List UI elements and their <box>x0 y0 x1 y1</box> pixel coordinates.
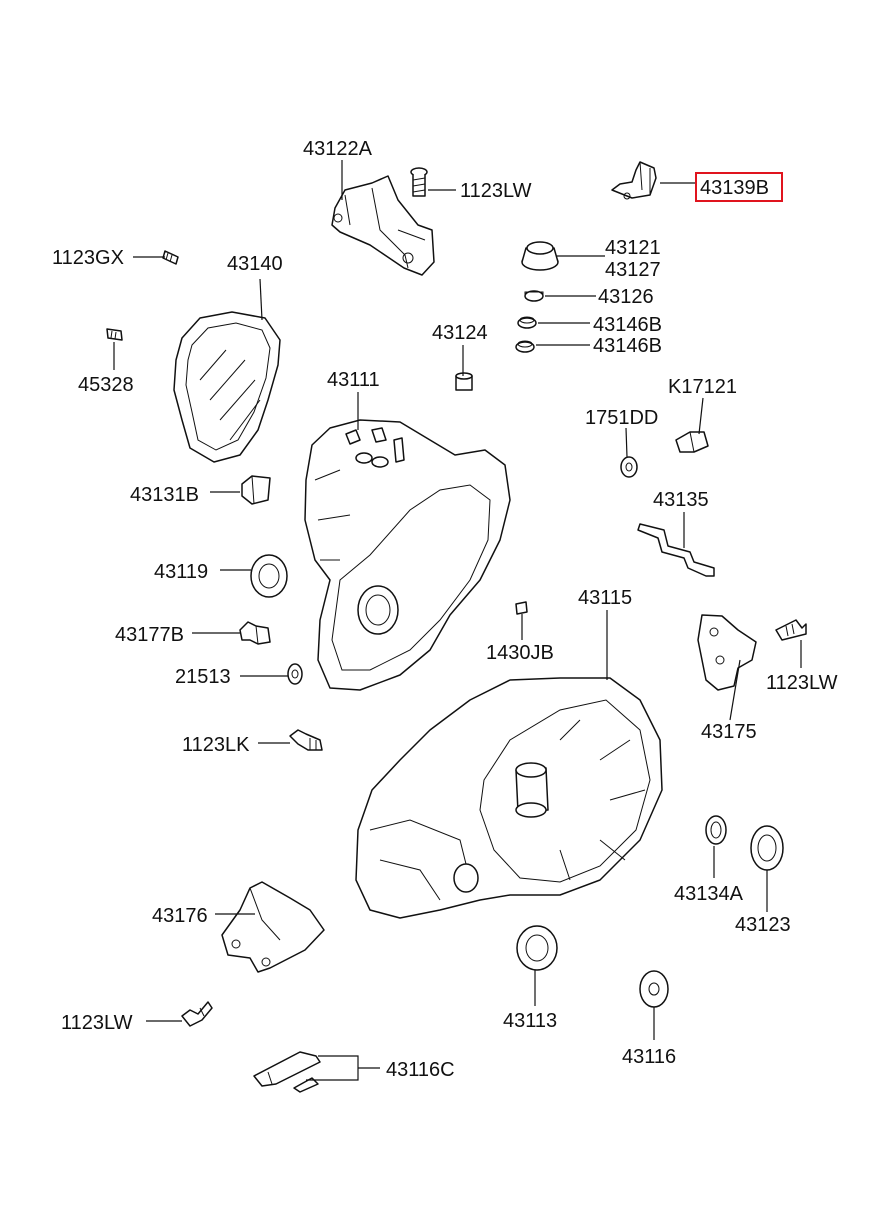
label-43134A[interactable]: 43134A <box>674 883 744 905</box>
label-21513[interactable]: 21513 <box>175 666 231 688</box>
label-43121[interactable]: 43121 <box>605 237 661 259</box>
part-43116C-sealant-tube[interactable] <box>253 1051 321 1093</box>
part-1430JB-pin[interactable] <box>515 601 528 615</box>
label-43176[interactable]: 43176 <box>152 905 208 927</box>
part-43131B-block[interactable] <box>241 475 271 505</box>
label-43116[interactable]: 43116 <box>622 1046 676 1068</box>
part-43113-bearing[interactable] <box>516 925 558 971</box>
label-45328[interactable]: 45328 <box>78 374 134 396</box>
part-43124-plug[interactable] <box>455 372 473 391</box>
part-43115-clutch-housing[interactable] <box>355 677 663 919</box>
part-43175-bracket[interactable] <box>697 614 757 691</box>
part-1123LW-top-bolt[interactable] <box>410 167 428 197</box>
label-43119[interactable]: 43119 <box>154 561 208 583</box>
label-43177B[interactable]: 43177B <box>115 624 184 646</box>
leader-lines <box>113 160 802 1081</box>
label-43126[interactable]: 43126 <box>598 286 654 308</box>
label-43124[interactable]: 43124 <box>432 322 488 344</box>
label-1751DD[interactable]: 1751DD <box>585 407 658 429</box>
part-45328-pin[interactable] <box>106 328 123 341</box>
part-43146B-plug-lower[interactable] <box>515 340 535 353</box>
part-1751DD-washer[interactable] <box>620 456 638 478</box>
label-1123LK[interactable]: 1123LK <box>182 734 250 756</box>
part-labels: 43122A 1123LW 43139B 1123GX 43140 43121 … <box>52 138 838 1081</box>
label-1123LW-right[interactable]: 1123LW <box>766 672 838 694</box>
part-43176-cover[interactable] <box>221 881 325 973</box>
part-43134A-seal[interactable] <box>705 815 727 845</box>
part-43139B-bracket[interactable] <box>611 161 657 200</box>
label-1123GX[interactable]: 1123GX <box>52 247 124 269</box>
part-43135-guide[interactable] <box>637 523 715 577</box>
label-43135[interactable]: 43135 <box>653 489 709 511</box>
highlight-box-43139B <box>695 172 783 202</box>
label-43127[interactable]: 43127 <box>605 259 661 281</box>
part-43126-plug[interactable] <box>524 290 544 302</box>
label-1430JB[interactable]: 1430JB <box>486 642 554 664</box>
label-1123LW-bottom[interactable]: 1123LW <box>61 1012 133 1034</box>
part-43177B-bolt[interactable] <box>239 621 271 645</box>
label-43116C[interactable]: 43116C <box>386 1059 455 1081</box>
part-1123LW-bottom-bolt[interactable] <box>181 1001 213 1027</box>
label-43122A[interactable]: 43122A <box>303 138 373 160</box>
label-43123[interactable]: 43123 <box>735 914 791 936</box>
part-43121-cap[interactable] <box>521 241 559 271</box>
part-43116-washer[interactable] <box>639 970 669 1008</box>
label-1123LW-top[interactable]: 1123LW <box>460 180 532 202</box>
part-43122A-bracket[interactable] <box>331 175 435 276</box>
label-43131B[interactable]: 43131B <box>130 484 199 506</box>
label-43146B-a[interactable]: 43146B <box>593 314 662 336</box>
part-21513-washer[interactable] <box>287 663 303 685</box>
label-43113[interactable]: 43113 <box>503 1010 557 1032</box>
label-43115[interactable]: 43115 <box>578 587 632 609</box>
part-43123-seal[interactable] <box>750 825 784 871</box>
part-1123LW-right-bolt[interactable] <box>775 619 807 641</box>
label-43111[interactable]: 43111 <box>327 369 380 391</box>
label-43175[interactable]: 43175 <box>701 721 757 743</box>
label-43140[interactable]: 43140 <box>227 253 283 275</box>
part-1123GX-screw[interactable] <box>162 250 179 265</box>
part-K17121-bolt[interactable] <box>675 431 709 453</box>
part-43119-seal[interactable] <box>250 554 288 598</box>
part-43111-transaxle-case[interactable] <box>304 419 511 691</box>
part-1123LK-bolt[interactable] <box>289 729 323 751</box>
part-43140-cover[interactable] <box>173 311 281 463</box>
label-K17121[interactable]: K17121 <box>668 376 737 398</box>
label-43146B-b[interactable]: 43146B <box>593 335 662 357</box>
part-43146B-plug-upper[interactable] <box>517 316 537 329</box>
label-43139B[interactable]: 43139B <box>700 177 769 199</box>
